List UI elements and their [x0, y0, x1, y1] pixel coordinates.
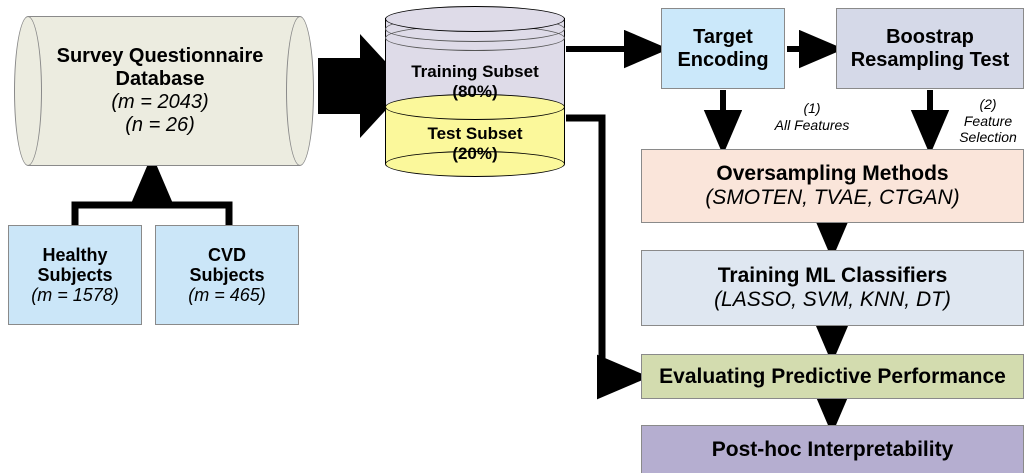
oversampling-methods-box: Oversampling Methods (SMOTEN, TVAE, CTGA…: [641, 149, 1024, 223]
database-body: [28, 16, 300, 166]
oversampling-subtitle: (SMOTEN, TVAE, CTGAN): [705, 186, 960, 209]
evaluating-title: Evaluating Predictive Performance: [659, 364, 1006, 388]
evaluating-predictive-performance-box: Evaluating Predictive Performance: [641, 354, 1024, 399]
annotation-feature-selection-number: (2): [979, 96, 997, 112]
bootstrap-line-2: Resampling Test: [850, 48, 1010, 71]
annotation-feature-selection-text: Feature Selection: [959, 112, 1017, 146]
survey-database-cylinder: Survey Questionnaire Database (m = 2043)…: [14, 16, 314, 166]
test-subset-label: Test Subset (20%): [385, 124, 565, 165]
post-hoc-interpretability-box: Post-hoc Interpretability: [641, 425, 1024, 473]
test-subset-text: Test Subset: [427, 124, 523, 143]
posthoc-title: Post-hoc Interpretability: [711, 437, 954, 461]
annotation-feature-selection: (2) Feature Selection: [943, 96, 1024, 146]
cvd-subjects-box: CVD Subjects (m = 465): [155, 225, 299, 325]
arrow-subjects-to-database: [71, 154, 233, 225]
target-encoding-line-2: Encoding: [677, 48, 769, 71]
cylinder-bottom-ellipse: [385, 151, 565, 177]
training-ml-classifiers-box: Training ML Classifiers (LASSO, SVM, KNN…: [641, 250, 1024, 326]
database-line-3: (m = 2043): [111, 91, 209, 113]
training-subset-label: Training Subset (80%): [385, 62, 565, 103]
database-label: Survey Questionnaire Database (m = 2043)…: [24, 16, 296, 166]
test-subset-percent: (20%): [452, 144, 498, 164]
database-line-4: (n = 26): [125, 114, 195, 137]
training-ml-title: Training ML Classifiers: [717, 264, 948, 288]
annotation-all-features-number: (1): [803, 100, 821, 116]
bootstrap-line-1: Boostrap: [886, 26, 974, 49]
annotation-all-features: (1) All Features: [752, 100, 872, 133]
database-right-cap: [286, 16, 314, 166]
cylinder-top-ellipse: [385, 6, 565, 32]
annotation-all-features-text: All Features: [774, 116, 850, 133]
data-split-cylinder: Training Subset (80%) Test Subset (20%): [385, 6, 565, 177]
training-subset-text: Training Subset: [411, 62, 539, 81]
healthy-line-1: Healthy: [42, 244, 108, 265]
arrow-test-to-evaluating: [566, 114, 650, 400]
database-line-1: Survey Questionnaire: [56, 44, 264, 67]
training-subset-percent: (80%): [452, 82, 498, 102]
cvd-line-2: Subjects: [189, 264, 265, 285]
training-ml-subtitle: (LASSO, SVM, KNN, DT): [714, 288, 951, 311]
database-left-cap: [14, 16, 42, 166]
bootstrap-resampling-test-box: Boostrap Resampling Test: [836, 8, 1024, 89]
healthy-line-2: Subjects: [37, 264, 113, 285]
healthy-subjects-box: Healthy Subjects (m = 1578): [8, 225, 142, 325]
database-line-2: Database: [115, 67, 205, 90]
target-encoding-line-1: Target: [693, 26, 753, 49]
cvd-line-1: CVD: [207, 244, 246, 265]
cylinder-split-ellipse: [385, 94, 565, 120]
healthy-count: (m = 1578): [31, 285, 119, 306]
target-encoding-box: Target Encoding: [661, 8, 785, 89]
oversampling-title: Oversampling Methods: [716, 162, 949, 186]
cvd-count: (m = 465): [188, 285, 266, 306]
